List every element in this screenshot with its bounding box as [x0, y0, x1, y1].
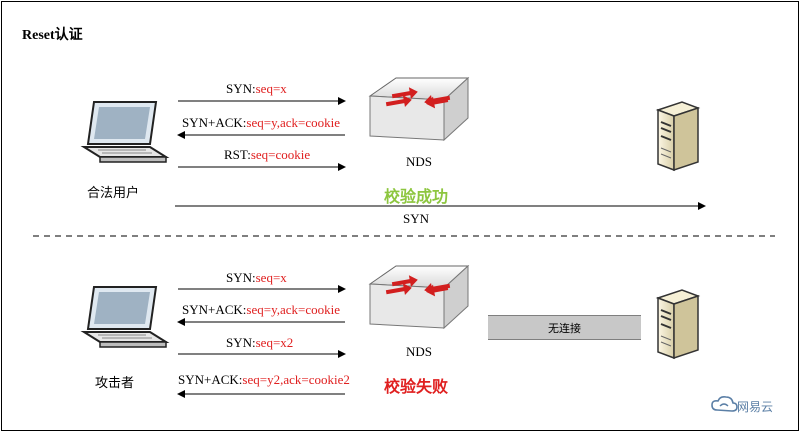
server-icon — [655, 101, 701, 172]
top-msg-rst: RST:seq=cookie — [224, 147, 310, 163]
status-success: 校验成功 — [384, 187, 449, 206]
laptop-icon — [80, 286, 170, 348]
page-title: Reset认证 — [22, 28, 83, 43]
laptop-icon — [80, 101, 170, 163]
msg-prefix: RST: — [224, 147, 251, 162]
top-syn-label: SYN — [403, 211, 430, 226]
top-msg-syn: SYN:seq=x — [226, 81, 287, 97]
cloud-logo-icon — [711, 396, 738, 412]
msg-value: seq=x — [255, 81, 287, 96]
msg-prefix: SYN+ACK: — [182, 302, 247, 317]
msg-value: seq=x2 — [255, 335, 294, 350]
server-icon — [655, 289, 701, 360]
msg-prefix: SYN+ACK: — [182, 115, 247, 130]
msg-prefix: SYN: — [226, 270, 256, 285]
msg-value: seq=y,ack=cookie — [246, 302, 340, 317]
no-connection-bar: 无连接 — [488, 315, 641, 340]
no-connection-label: 无连接 — [548, 322, 581, 335]
bottom-msg-syn: SYN:seq=x — [226, 270, 287, 286]
brand-name: 网易云 — [737, 400, 774, 414]
msg-prefix: SYN+ACK: — [178, 372, 243, 387]
legit-user-label: 合法用户 — [87, 186, 140, 201]
msg-value: seq=y,ack=cookie — [246, 115, 340, 130]
msg-value: seq=x — [255, 270, 287, 285]
switch-icon — [368, 76, 470, 142]
msg-value: seq=y2,ack=cookie2 — [242, 372, 350, 387]
msg-value: seq=cookie — [250, 147, 311, 162]
msg-prefix: SYN: — [226, 81, 256, 96]
top-nds-label: NDS — [406, 154, 433, 169]
bottom-msg-syn2: SYN:seq=x2 — [226, 335, 293, 351]
top-msg-synack: SYN+ACK:seq=y,ack=cookie — [182, 115, 340, 131]
switch-icon — [368, 264, 470, 330]
bottom-msg-synack2: SYN+ACK:seq=y2,ack=cookie2 — [178, 372, 350, 388]
msg-prefix: SYN: — [226, 335, 256, 350]
status-failure: 校验失败 — [384, 377, 449, 396]
bottom-nds-label: NDS — [406, 344, 433, 359]
bottom-msg-synack: SYN+ACK:seq=y,ack=cookie — [182, 302, 340, 318]
attacker-label: 攻击者 — [95, 376, 135, 391]
